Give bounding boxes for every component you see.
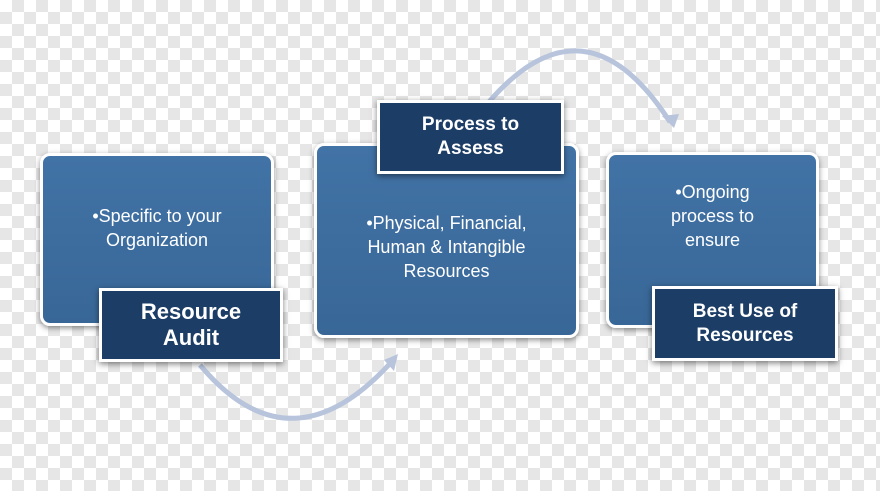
resource-audit-label: Resource Audit [99, 288, 283, 362]
process-to-assess-label: Process to Assess [377, 100, 564, 174]
resource-audit-description: •Specific to your Organization [92, 206, 222, 250]
process-to-assess-box: •Physical, Financial, Human & Intangible… [314, 143, 579, 338]
process-to-assess-description: •Physical, Financial, Human & Intangible… [366, 213, 527, 281]
arrow-audit-to-assess [198, 356, 397, 421]
arrow-assess-to-best-use-head [662, 114, 679, 128]
best-use-label: Best Use of Resources [652, 286, 838, 361]
best-use-description: •Ongoing process to ensure [670, 182, 755, 250]
arrow-audit-to-assess-head [384, 354, 398, 371]
